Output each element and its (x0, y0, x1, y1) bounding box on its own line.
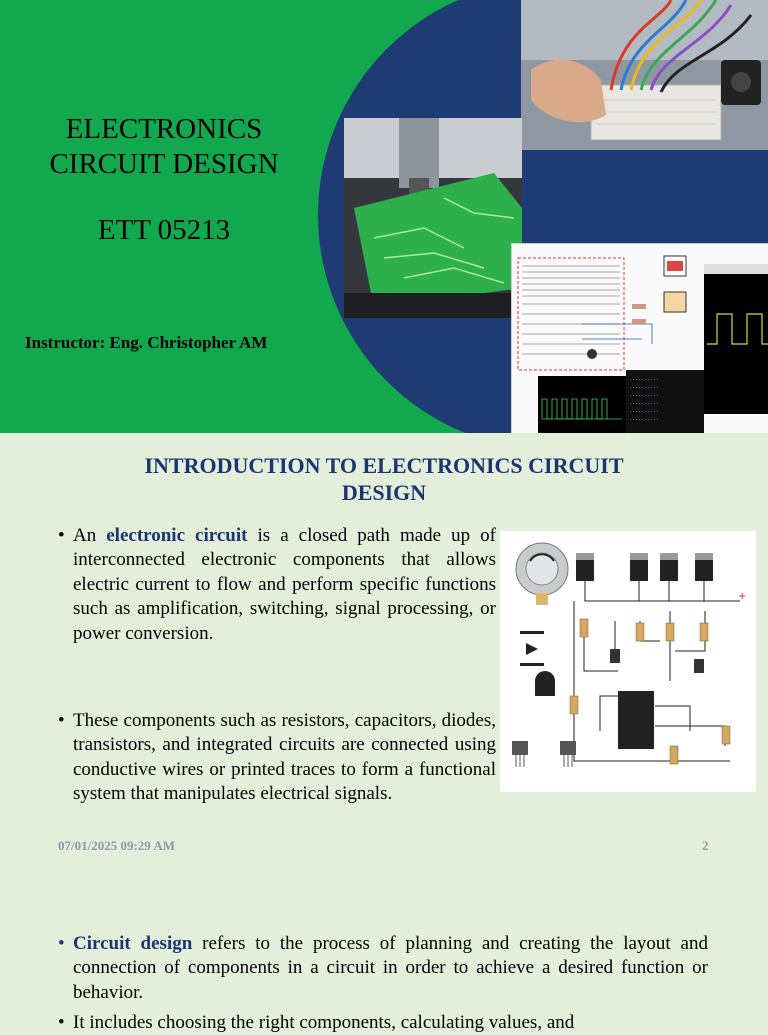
bullet-body: It includes choosing the right component… (73, 1012, 575, 1033)
section-title-line-1: INTRODUCTION TO ELECTRONICS CIRCUIT (144, 453, 624, 478)
breadboard-photo (521, 0, 768, 150)
course-code: ETT 05213 (97, 214, 231, 246)
svg-text:..........: .......... (629, 392, 659, 398)
footer-date: 07/01/2025 09:29 AM (58, 838, 175, 853)
svg-text:..........: .......... (629, 400, 659, 406)
term-electronic-circuit: electronic circuit (106, 525, 248, 546)
title-slide: ELECTRONICS CIRCUIT DESIGN ETT 05213 Ins… (0, 0, 768, 433)
section-title: INTRODUCTION TO ELECTRONICS CIRCUIT DESI… (90, 452, 678, 506)
bullet-dot: • (58, 1012, 65, 1033)
svg-text:..........: .......... (629, 376, 659, 382)
instructor-name: Instructor: Eng. Christopher AM (25, 333, 268, 352)
bullet-body: These components such as resistors, capa… (73, 710, 496, 805)
svg-text:..........: .......... (629, 408, 659, 414)
schematic-screenshot: .................... ...................… (511, 243, 768, 433)
bullet-dot: • (58, 933, 65, 954)
bullet-dot: • (58, 710, 65, 731)
bullet-electronic-circuit: • An electronic circuit is a closed path… (58, 524, 496, 646)
bullet-components: • These components such as resistors, ca… (58, 709, 496, 807)
bullet-circuit-design: • Circuit design refers to the process o… (58, 932, 708, 1005)
bullet-body: refers to the process of planning and cr… (73, 933, 708, 1003)
svg-text:..........: .......... (629, 384, 659, 390)
pcb-machine-photo (344, 118, 522, 318)
bullet-dot: • (58, 525, 65, 546)
bullet-text: An electronic circuit is a closed path m… (73, 524, 496, 646)
bullet-components-choice: • It includes choosing the right compone… (58, 1011, 708, 1035)
title-line-1: ELECTRONICS (65, 113, 263, 145)
svg-text:+: + (738, 591, 746, 602)
title-line-2: CIRCUIT DESIGN (49, 148, 279, 180)
bullet-body: is a closed path made up of interconnect… (73, 525, 496, 644)
bullet-text: Circuit design refers to the process of … (73, 932, 708, 1005)
bullet-prefix: An (73, 525, 107, 546)
section-title-line-2: DESIGN (341, 480, 427, 505)
svg-text:..........: .......... (629, 416, 659, 422)
slide-title: ELECTRONICS CIRCUIT DESIGN (0, 112, 328, 182)
circuit-diagram-image: + (500, 531, 756, 792)
page-number: 2 (702, 838, 709, 853)
term-circuit-design: Circuit design (73, 933, 193, 954)
